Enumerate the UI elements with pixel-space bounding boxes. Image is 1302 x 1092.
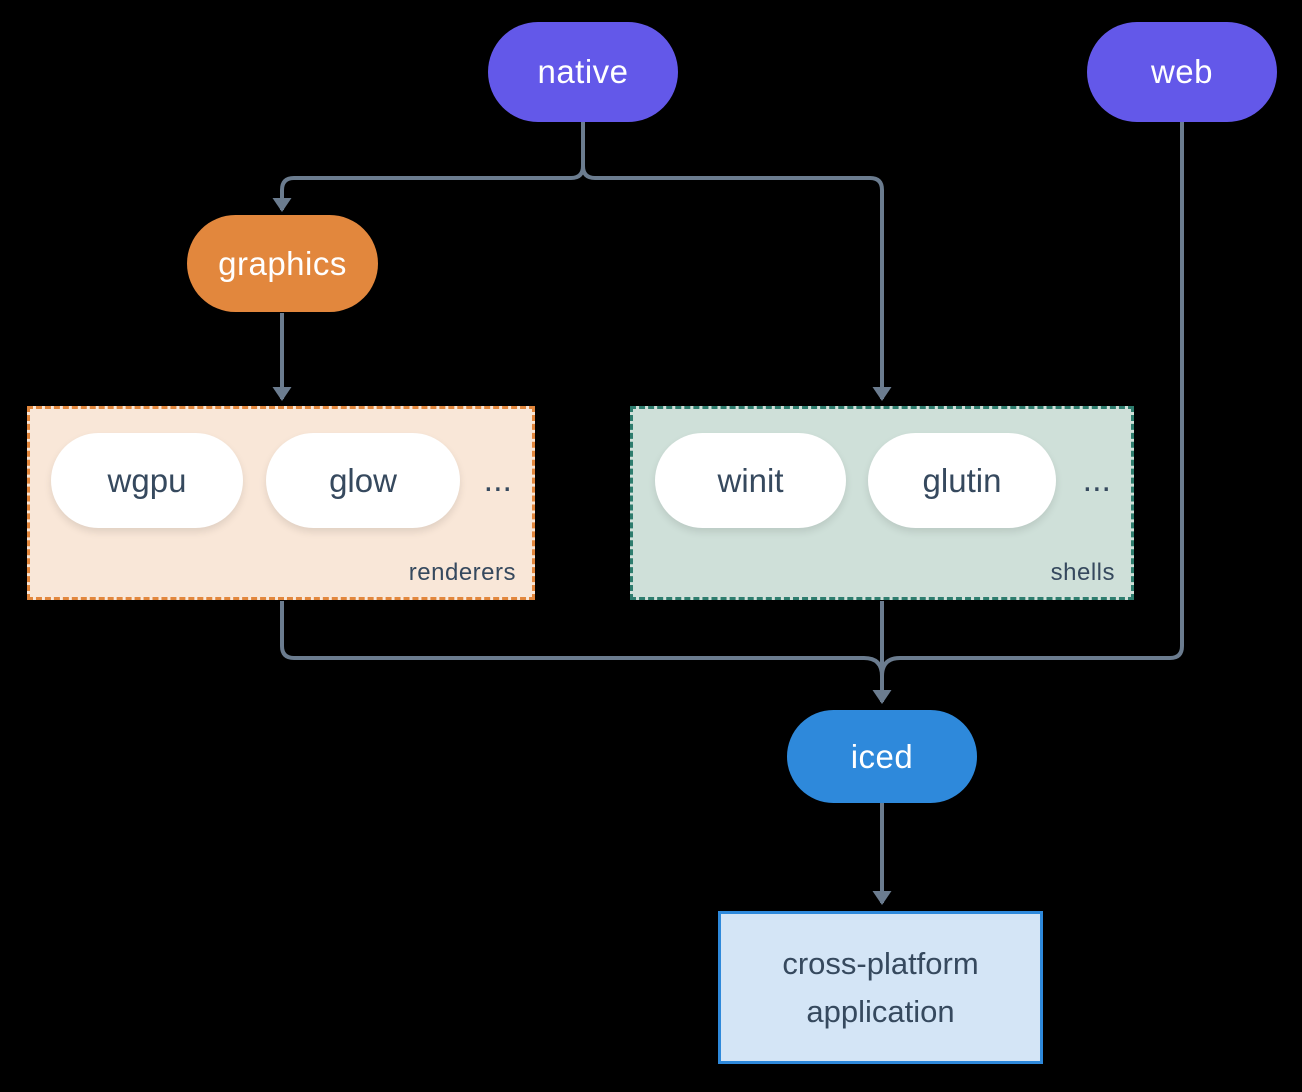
node-native: native bbox=[488, 22, 678, 122]
node-glow-label: glow bbox=[329, 461, 397, 499]
node-glutin-label: glutin bbox=[922, 461, 1002, 499]
node-web-label: web bbox=[1150, 53, 1214, 90]
node-native-label: native bbox=[537, 53, 629, 90]
group-shells: winit glutin ... shells bbox=[630, 406, 1134, 600]
node-iced: iced bbox=[787, 710, 977, 803]
shells-group-label: shells bbox=[1050, 559, 1115, 586]
node-graphics: graphics bbox=[187, 215, 378, 312]
node-glutin: glutin bbox=[868, 433, 1056, 528]
node-graphics-label: graphics bbox=[218, 244, 347, 282]
node-cross-platform-application: cross-platform application bbox=[718, 911, 1043, 1064]
node-iced-label: iced bbox=[850, 737, 914, 775]
node-winit: winit bbox=[655, 433, 846, 528]
renderers-group-label: renderers bbox=[408, 559, 516, 586]
node-winit-label: winit bbox=[717, 461, 784, 499]
edge-renderers-iced bbox=[280, 601, 884, 677]
application-label-line1: cross-platform bbox=[782, 945, 979, 981]
group-renderers: wgpu glow ... renderers bbox=[27, 406, 535, 600]
renderers-ellipsis: ... bbox=[483, 461, 512, 499]
node-web: web bbox=[1087, 22, 1277, 122]
shells-ellipsis: ... bbox=[1082, 461, 1111, 499]
edge-native-graphics bbox=[272, 122, 585, 212]
edge-native-shells bbox=[581, 122, 892, 401]
node-wgpu-label: wgpu bbox=[107, 461, 187, 499]
node-glow: glow bbox=[266, 433, 460, 528]
node-wgpu: wgpu bbox=[51, 433, 243, 528]
application-label-line2: application bbox=[806, 993, 955, 1029]
edge-web-iced bbox=[880, 122, 1184, 677]
